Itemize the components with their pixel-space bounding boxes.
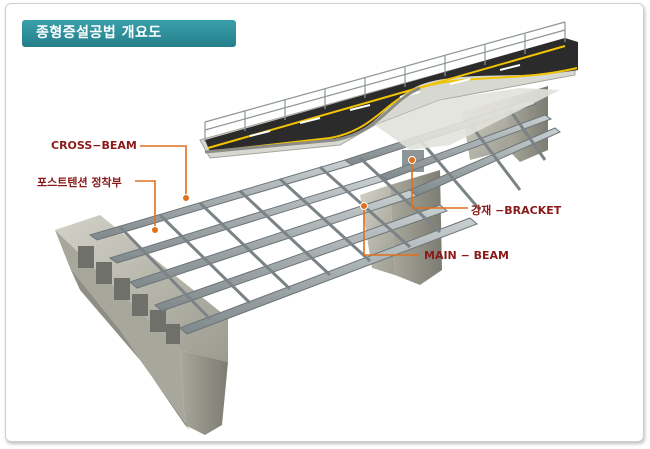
label-post-tension: 포스트텐션 정착부: [37, 176, 122, 189]
label-cross-beam: CROSS−BEAM: [51, 139, 137, 152]
label-main-beam: MAIN − BEAM: [424, 249, 509, 262]
leader-lines: [135, 145, 468, 256]
road-deck: [204, 38, 578, 154]
post-tension-anchors: [78, 246, 180, 344]
diagram-title: 종형증설공법 개요도: [22, 20, 236, 47]
leader-bracket: [411, 162, 468, 209]
guard-rail: [204, 21, 566, 142]
leader-cross-beam: [140, 145, 187, 198]
leader-post-tension: [135, 180, 156, 230]
cross-beams: [118, 109, 547, 321]
abutment: [55, 215, 228, 435]
leader-dots: [151, 156, 416, 234]
leader-main-beam: [363, 207, 420, 256]
label-bracket: 강재 −BRACKET: [471, 204, 562, 217]
